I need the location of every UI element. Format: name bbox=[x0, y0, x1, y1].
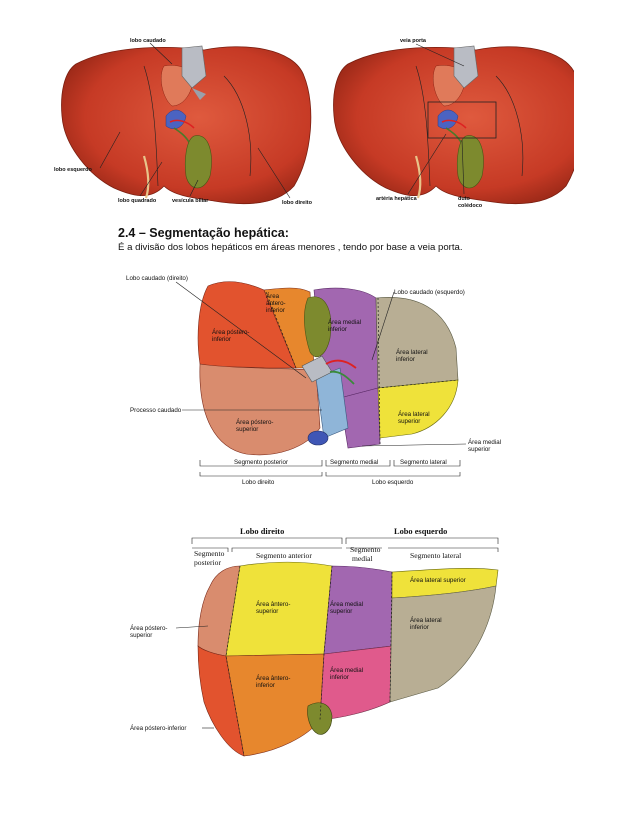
label-area-medial-inferior-2: inferior bbox=[328, 326, 347, 333]
label-lobo-esquerdo: lobo esquerdo bbox=[54, 167, 93, 173]
label-area-antero-inferior-1: Área bbox=[266, 293, 280, 300]
label-segmento-medial-bottom-1: Segmento bbox=[350, 545, 381, 554]
section-paragraph: É a divisão dos lobos hepáticos em áreas… bbox=[118, 242, 463, 253]
label-area-postero-superior-2: superior bbox=[236, 426, 258, 433]
label-area-lateral-superior-1: Área lateral bbox=[398, 411, 430, 418]
label-area-medial-superior-bottom-1: Área medial bbox=[330, 601, 363, 608]
label-lobo-caudado-direito: Lobo caudado (direito) bbox=[126, 275, 188, 282]
label-area-medial-superior-2: superior bbox=[468, 446, 490, 453]
label-lobo-esquerdo-middle: Lobo esquerdo bbox=[372, 479, 414, 486]
label-area-postero-superior-1: Área póstero- bbox=[236, 419, 274, 426]
label-veia-porta: veia porta bbox=[400, 38, 427, 44]
label-area-postero-superior-bottom-2: superior bbox=[130, 632, 152, 639]
section-heading: 2.4 – Segmentação hepática: bbox=[118, 226, 289, 240]
label-lobo-caudado: lobo caudado bbox=[130, 38, 166, 44]
label-lobo-direito-middle: Lobo direito bbox=[242, 479, 275, 486]
label-duto: duto bbox=[458, 196, 471, 202]
area-lateral-inferior-middle bbox=[375, 297, 459, 389]
label-area-medial-inferior-1: Área medial bbox=[328, 319, 361, 326]
label-area-postero-inferior-1: Área póstero- bbox=[212, 329, 250, 336]
label-lobo-direito: lobo direito bbox=[282, 200, 313, 206]
label-area-antero-superior-bottom-2: superior bbox=[256, 608, 278, 615]
label-area-lateral-superior-bottom: Área lateral superior bbox=[410, 577, 466, 584]
label-lobo-quadrado: lobo quadrado bbox=[118, 198, 157, 204]
label-area-medial-inferior-bottom-2: inferior bbox=[330, 674, 349, 681]
label-area-medial-superior-bottom-2: superior bbox=[330, 608, 352, 615]
right-liver-drawing bbox=[333, 45, 574, 205]
label-area-lateral-inferior-bottom-2: inferior bbox=[410, 624, 429, 631]
label-arteria-hepatica: artéria hepática bbox=[376, 196, 418, 202]
label-area-lateral-inferior-bottom-1: Área lateral bbox=[410, 617, 442, 624]
label-area-lateral-inferior-1: Área lateral bbox=[396, 349, 428, 356]
label-segmento-lateral-bottom: Segmento lateral bbox=[410, 551, 461, 560]
area-antero-superior-bottom bbox=[225, 561, 333, 657]
label-processo-caudado: Processo caudado bbox=[130, 407, 182, 414]
label-lobo-direito-bottom: Lobo direito bbox=[240, 527, 284, 536]
label-segmento-posterior-bottom-1: Segmento bbox=[194, 549, 225, 558]
label-area-medial-superior-1: Área medial bbox=[468, 439, 501, 446]
area-postero-superior-middle bbox=[199, 363, 321, 456]
label-segmento-posterior-bottom-2: posterior bbox=[194, 558, 221, 567]
label-segmento-lateral-middle: Segmento lateral bbox=[400, 459, 447, 466]
area-medial-inferior-bottom bbox=[319, 645, 393, 721]
area-postero-inferior-bottom bbox=[197, 645, 245, 757]
label-area-antero-inferior-bottom-2: inferior bbox=[256, 682, 275, 689]
label-area-antero-inferior-3: inferior bbox=[266, 307, 285, 314]
label-lobo-caudado-esquerdo: Lobo caudado (esquerdo) bbox=[394, 289, 465, 296]
label-segmento-medial-middle: Segmento medial bbox=[330, 459, 378, 466]
label-area-antero-inferior-2: ântero- bbox=[266, 300, 286, 307]
figure-top-liver-views: lobo caudado lobo esquerdo lobo quadrado… bbox=[54, 38, 574, 209]
highlight-box bbox=[427, 101, 497, 139]
label-area-lateral-inferior-2: inferior bbox=[396, 356, 415, 363]
label-segmento-posterior-middle: Segmento posterior bbox=[234, 459, 288, 466]
label-area-antero-inferior-bottom-1: Área ântero- bbox=[256, 675, 290, 682]
label-area-antero-superior-bottom-1: Área ântero- bbox=[256, 601, 290, 608]
label-area-medial-inferior-bottom-1: Área medial bbox=[330, 667, 363, 674]
label-vesicula-biliar: vesícula biliar bbox=[172, 198, 209, 204]
label-segmento-medial-bottom-2: medial bbox=[352, 554, 373, 563]
label-area-lateral-superior-2: superior bbox=[398, 418, 420, 425]
label-segmento-anterior-bottom: Segmento anterior bbox=[256, 551, 312, 560]
left-liver-drawing bbox=[61, 45, 312, 205]
area-lateral-inferior-bottom bbox=[389, 585, 497, 703]
label-coledoco: colédoco bbox=[458, 203, 483, 209]
label-lobo-esquerdo-bottom: Lobo esquerdo bbox=[394, 527, 447, 536]
label-area-postero-inferior-bottom: Área póstero-inferior bbox=[130, 725, 186, 732]
figure-bottom-segmentation: Lobo direito Lobo esquerdo Segmento post… bbox=[130, 527, 499, 757]
label-area-postero-superior-bottom-1: Área póstero- bbox=[130, 625, 168, 632]
figure-middle-segmentation: Lobo caudado (direito) Lobo caudado (esq… bbox=[126, 275, 501, 486]
area-lateral-superior-middle bbox=[377, 379, 459, 439]
label-area-postero-inferior-2: inferior bbox=[212, 336, 231, 343]
area-medial-superior-middle bbox=[339, 387, 381, 449]
